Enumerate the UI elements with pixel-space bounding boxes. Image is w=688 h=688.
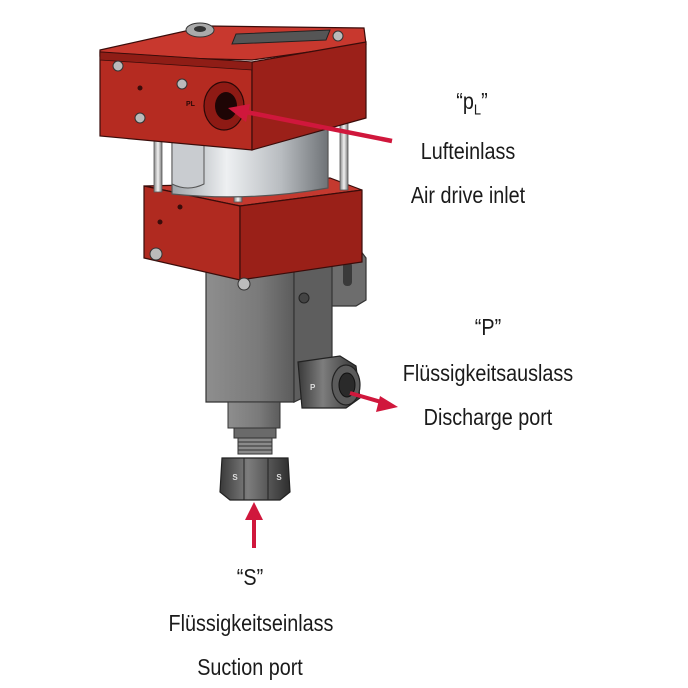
mid-bolt-2 [237,277,251,291]
thread [237,437,273,455]
discharge-code-label: “P” [474,314,502,340]
fluid-block-front [205,267,295,403]
discharge-arrow [349,391,398,412]
suction-arrowhead [245,502,263,520]
discharge-mark: P [310,383,316,392]
side-bolt [298,292,310,304]
air-arrowhead [228,104,250,122]
top-bolt-5 [137,85,143,91]
mid-bolt-4 [177,204,183,210]
suction-english-label: Suction port [197,654,303,680]
top-side [251,41,367,151]
neck [227,401,281,429]
top-red-block: PL [99,22,367,151]
top-bar [231,29,331,45]
discharge-arrowhead [376,396,398,412]
air-valve-stem [171,139,205,189]
suction-code-label: “S” [236,564,264,590]
mid-bolt-1 [149,247,163,261]
air-code-label: “pL” [456,88,488,119]
suction-german-label: Flüssigkeitseinlass [168,610,334,636]
suction-mark-left: S [232,473,238,482]
suction-mark-right: S [276,473,282,482]
air-code-sub: L [473,101,482,119]
top-bolt-4 [332,30,344,42]
suction-arrow [245,502,263,548]
top-bolt-3 [176,78,188,90]
tie-rod-left [153,133,163,193]
air-arrow [228,104,393,144]
suction-fitting [219,457,291,501]
discharge-german-label: Flüssigkeitsauslass [402,360,574,386]
air-english-label: Air drive inlet [410,182,526,208]
discharge-english-label: Discharge port [423,404,553,430]
mid-side [239,189,363,281]
air-mark: PL [186,101,196,108]
top-bolt-2 [134,112,146,124]
top-step [99,51,253,71]
neck-ring [233,427,277,439]
mid-bolt-3 [157,219,163,225]
fluid-section: S S P [205,249,367,501]
discharge-fitting: P [297,355,361,409]
bracket-slot [343,262,352,286]
air-german-label: Lufteinlass [420,138,516,164]
top-bolt-1 [112,60,124,72]
air-code-main: p [462,88,474,114]
